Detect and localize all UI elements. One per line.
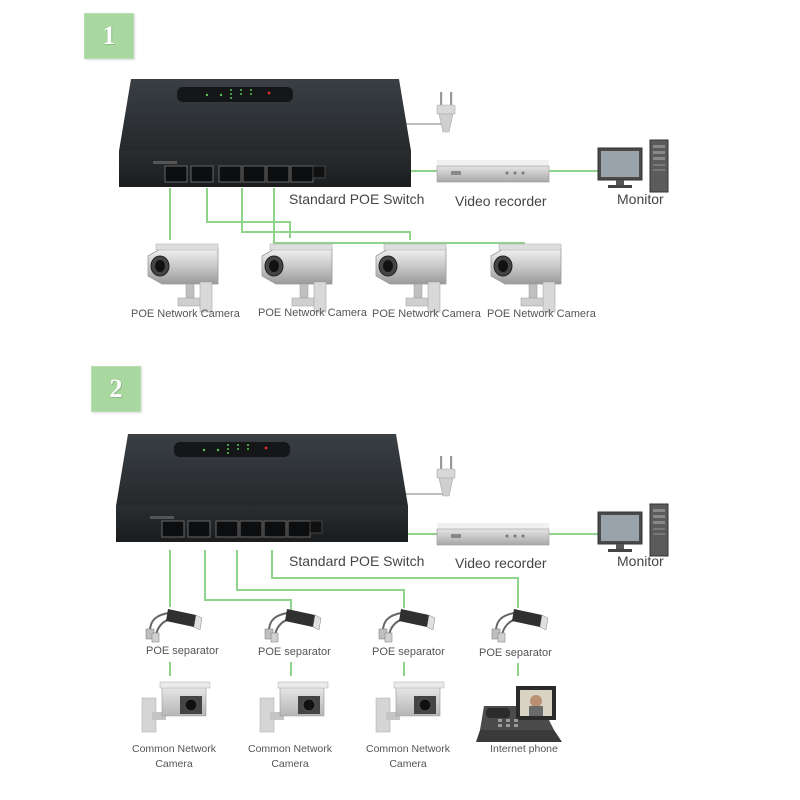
poe-separator-icon: [145, 608, 203, 643]
poe-camera-icon: [375, 243, 447, 313]
separator-label: POE separator: [372, 646, 445, 658]
separator-label: POE separator: [479, 647, 552, 659]
poe-separator-icon: [491, 608, 549, 643]
link-separator-3: [236, 550, 405, 608]
ip-phone-icon: [476, 686, 562, 742]
monitor-icon: [597, 139, 669, 193]
camera-label: POE Network Camera: [372, 308, 481, 320]
step-badge-2: 2: [91, 366, 141, 412]
recorder-label: Video recorder: [455, 555, 547, 571]
power-plug-icon: [436, 455, 456, 497]
device-label: Internet phone: [490, 743, 558, 755]
box-camera-icon: [259, 681, 329, 733]
video-recorder-icon: [436, 522, 550, 546]
link-separator-2: [204, 550, 292, 610]
device-label: Common Network Camera: [131, 743, 217, 770]
step-badge-1: 1: [84, 13, 134, 59]
monitor-icon: [597, 503, 669, 557]
camera-label: POE Network Camera: [131, 308, 240, 320]
separator-label: POE separator: [258, 646, 331, 658]
poe-camera-icon: [261, 243, 333, 313]
box-camera-icon: [141, 681, 211, 733]
monitor-label: Monitor: [617, 553, 664, 569]
power-plug-icon: [436, 91, 456, 133]
video-recorder-icon: [436, 159, 550, 183]
poe-camera-icon: [147, 243, 219, 313]
device-label: Common Network Camera: [365, 743, 451, 770]
recorder-label: Video recorder: [455, 193, 547, 209]
poe-camera-icon: [490, 243, 562, 313]
link-cam-3: [241, 188, 411, 240]
link-cam-2: [206, 188, 291, 238]
link-separator-4: [271, 550, 519, 608]
camera-label: POE Network Camera: [258, 307, 367, 319]
poe-switch-icon: [118, 78, 412, 188]
poe-separator-icon: [264, 608, 322, 643]
camera-label: POE Network Camera: [487, 308, 596, 320]
device-label: Common Network Camera: [247, 743, 333, 770]
poe-separator-icon: [378, 608, 436, 643]
switch-label: Standard POE Switch: [289, 191, 425, 207]
box-camera-icon: [375, 681, 445, 733]
poe-switch-icon: [115, 433, 409, 543]
monitor-label: Monitor: [617, 191, 664, 207]
switch-label: Standard POE Switch: [289, 553, 425, 569]
separator-label: POE separator: [146, 645, 219, 657]
panel-2-connections: [169, 533, 598, 676]
